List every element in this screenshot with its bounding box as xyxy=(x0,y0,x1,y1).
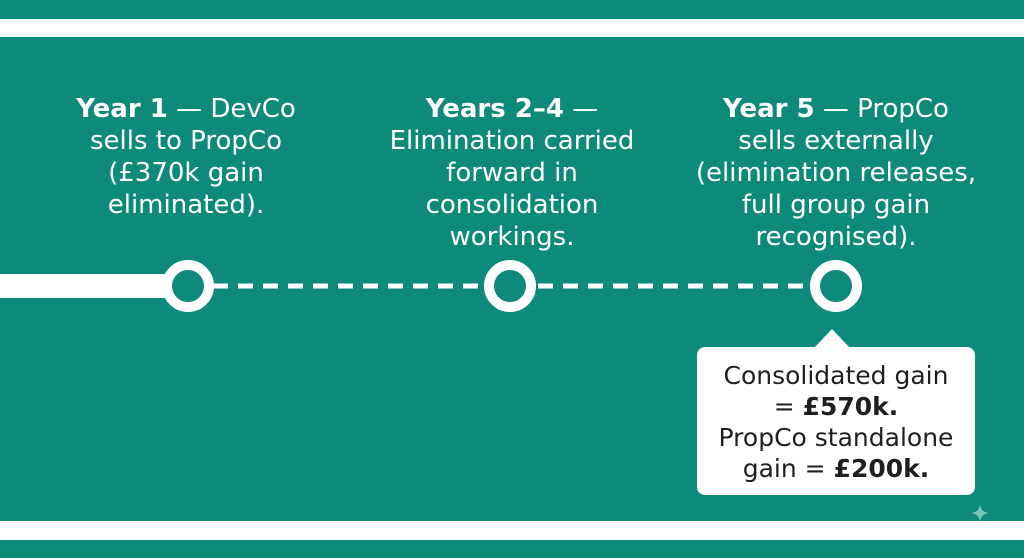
consolidated-gain-value: £570k. xyxy=(802,392,899,421)
timeline-node-years-2-4 xyxy=(484,260,536,312)
sparkle-icon xyxy=(971,504,989,522)
bottom-band xyxy=(0,521,1024,540)
stage-line: Year 1 — DevCo xyxy=(76,94,296,124)
timeline-solid-segment xyxy=(0,274,188,298)
timeline-node-year-5 xyxy=(810,260,862,312)
standalone-gain-value: £200k. xyxy=(833,454,930,483)
stage-line: (£370k gain xyxy=(108,158,264,188)
stage-line: sells externally xyxy=(738,126,934,156)
stage-line: sells to PropCo xyxy=(90,126,282,156)
timeline xyxy=(0,260,862,312)
stage-years-2-4: Years 2–4 — Elimination carried forward … xyxy=(372,93,652,253)
stage-line: full group gain xyxy=(741,190,931,220)
callout-pointer xyxy=(814,329,850,348)
stage-year-1: Year 1 — DevCo sells to PropCo (£370k ga… xyxy=(58,93,314,221)
callout-line: gain = £200k. xyxy=(742,454,930,483)
stage-line: eliminated). xyxy=(107,190,265,220)
stage-line: Year 5 — PropCo xyxy=(723,94,949,124)
top-band xyxy=(0,19,1024,37)
callout-line: PropCo standalone xyxy=(718,423,954,452)
stage-line: workings. xyxy=(449,222,575,252)
callout-line: = £570k. xyxy=(773,392,899,421)
result-callout: Consolidated gain = £570k. PropCo standa… xyxy=(697,347,975,495)
callout-line: Consolidated gain xyxy=(723,361,949,390)
stage-year-5: Year 5 — PropCo sells externally (elimin… xyxy=(688,93,984,253)
stage-line: Elimination carried xyxy=(389,126,635,156)
timeline-node-year-1 xyxy=(162,260,214,312)
stage-line: (elimination releases, xyxy=(695,158,977,188)
stage-line: forward in xyxy=(446,158,578,188)
stage-line: Years 2–4 — xyxy=(425,94,599,124)
stage-line: recognised). xyxy=(755,222,917,252)
stage-line: consolidation xyxy=(425,190,599,220)
